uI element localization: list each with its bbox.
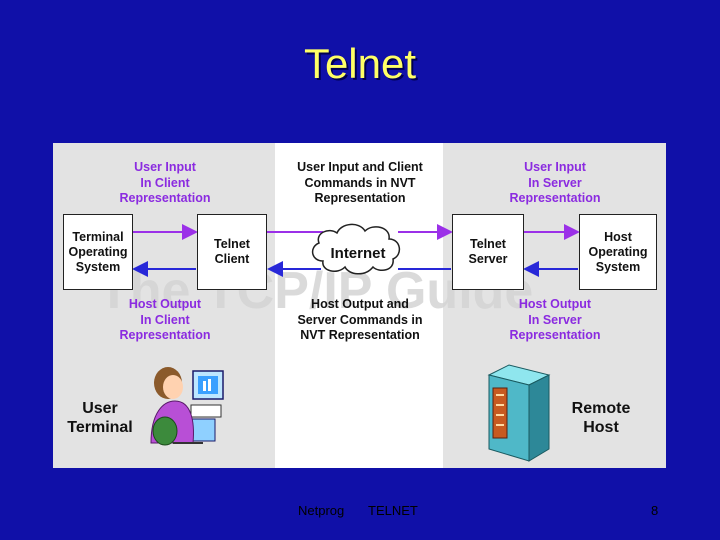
user-terminal-icon [150,367,224,446]
remote-host-server-icon [487,364,551,462]
footer-page-number: 8 [651,503,659,518]
user-terminal-label: User Terminal [67,400,133,436]
footer-course: Netprog [298,503,345,518]
telnet-client-box: Telnet Client [197,214,267,290]
nvt-input-label: User Input and Client Commands in NVT Re… [297,160,423,205]
slide-title: Telnet [303,40,417,87]
telnet-server-box: Telnet Server [452,214,524,290]
client-input-label: User Input In Client Representation [119,160,211,205]
server-output-label: Host Output In Server Representation [509,297,601,342]
internet-cloud-icon [311,223,401,275]
terminal-os-box: Terminal Operating System [63,214,133,290]
internet-label: Internet [330,245,386,262]
remote-host-label: Remote Host [571,400,631,436]
server-input-label: User Input In Server Representation [509,160,601,205]
nvt-output-label: Host Output and Server Commands in NVT R… [297,297,423,342]
host-os-box: Host Operating System [579,214,657,290]
telnet-diagram: The TCP/IP Guide [53,143,666,468]
footer-topic: TELNET [368,503,418,518]
server-side-band [443,143,666,468]
network-band [275,143,443,468]
client-output-label: Host Output In Client Representation [119,297,211,342]
arrows-layer [132,223,580,462]
